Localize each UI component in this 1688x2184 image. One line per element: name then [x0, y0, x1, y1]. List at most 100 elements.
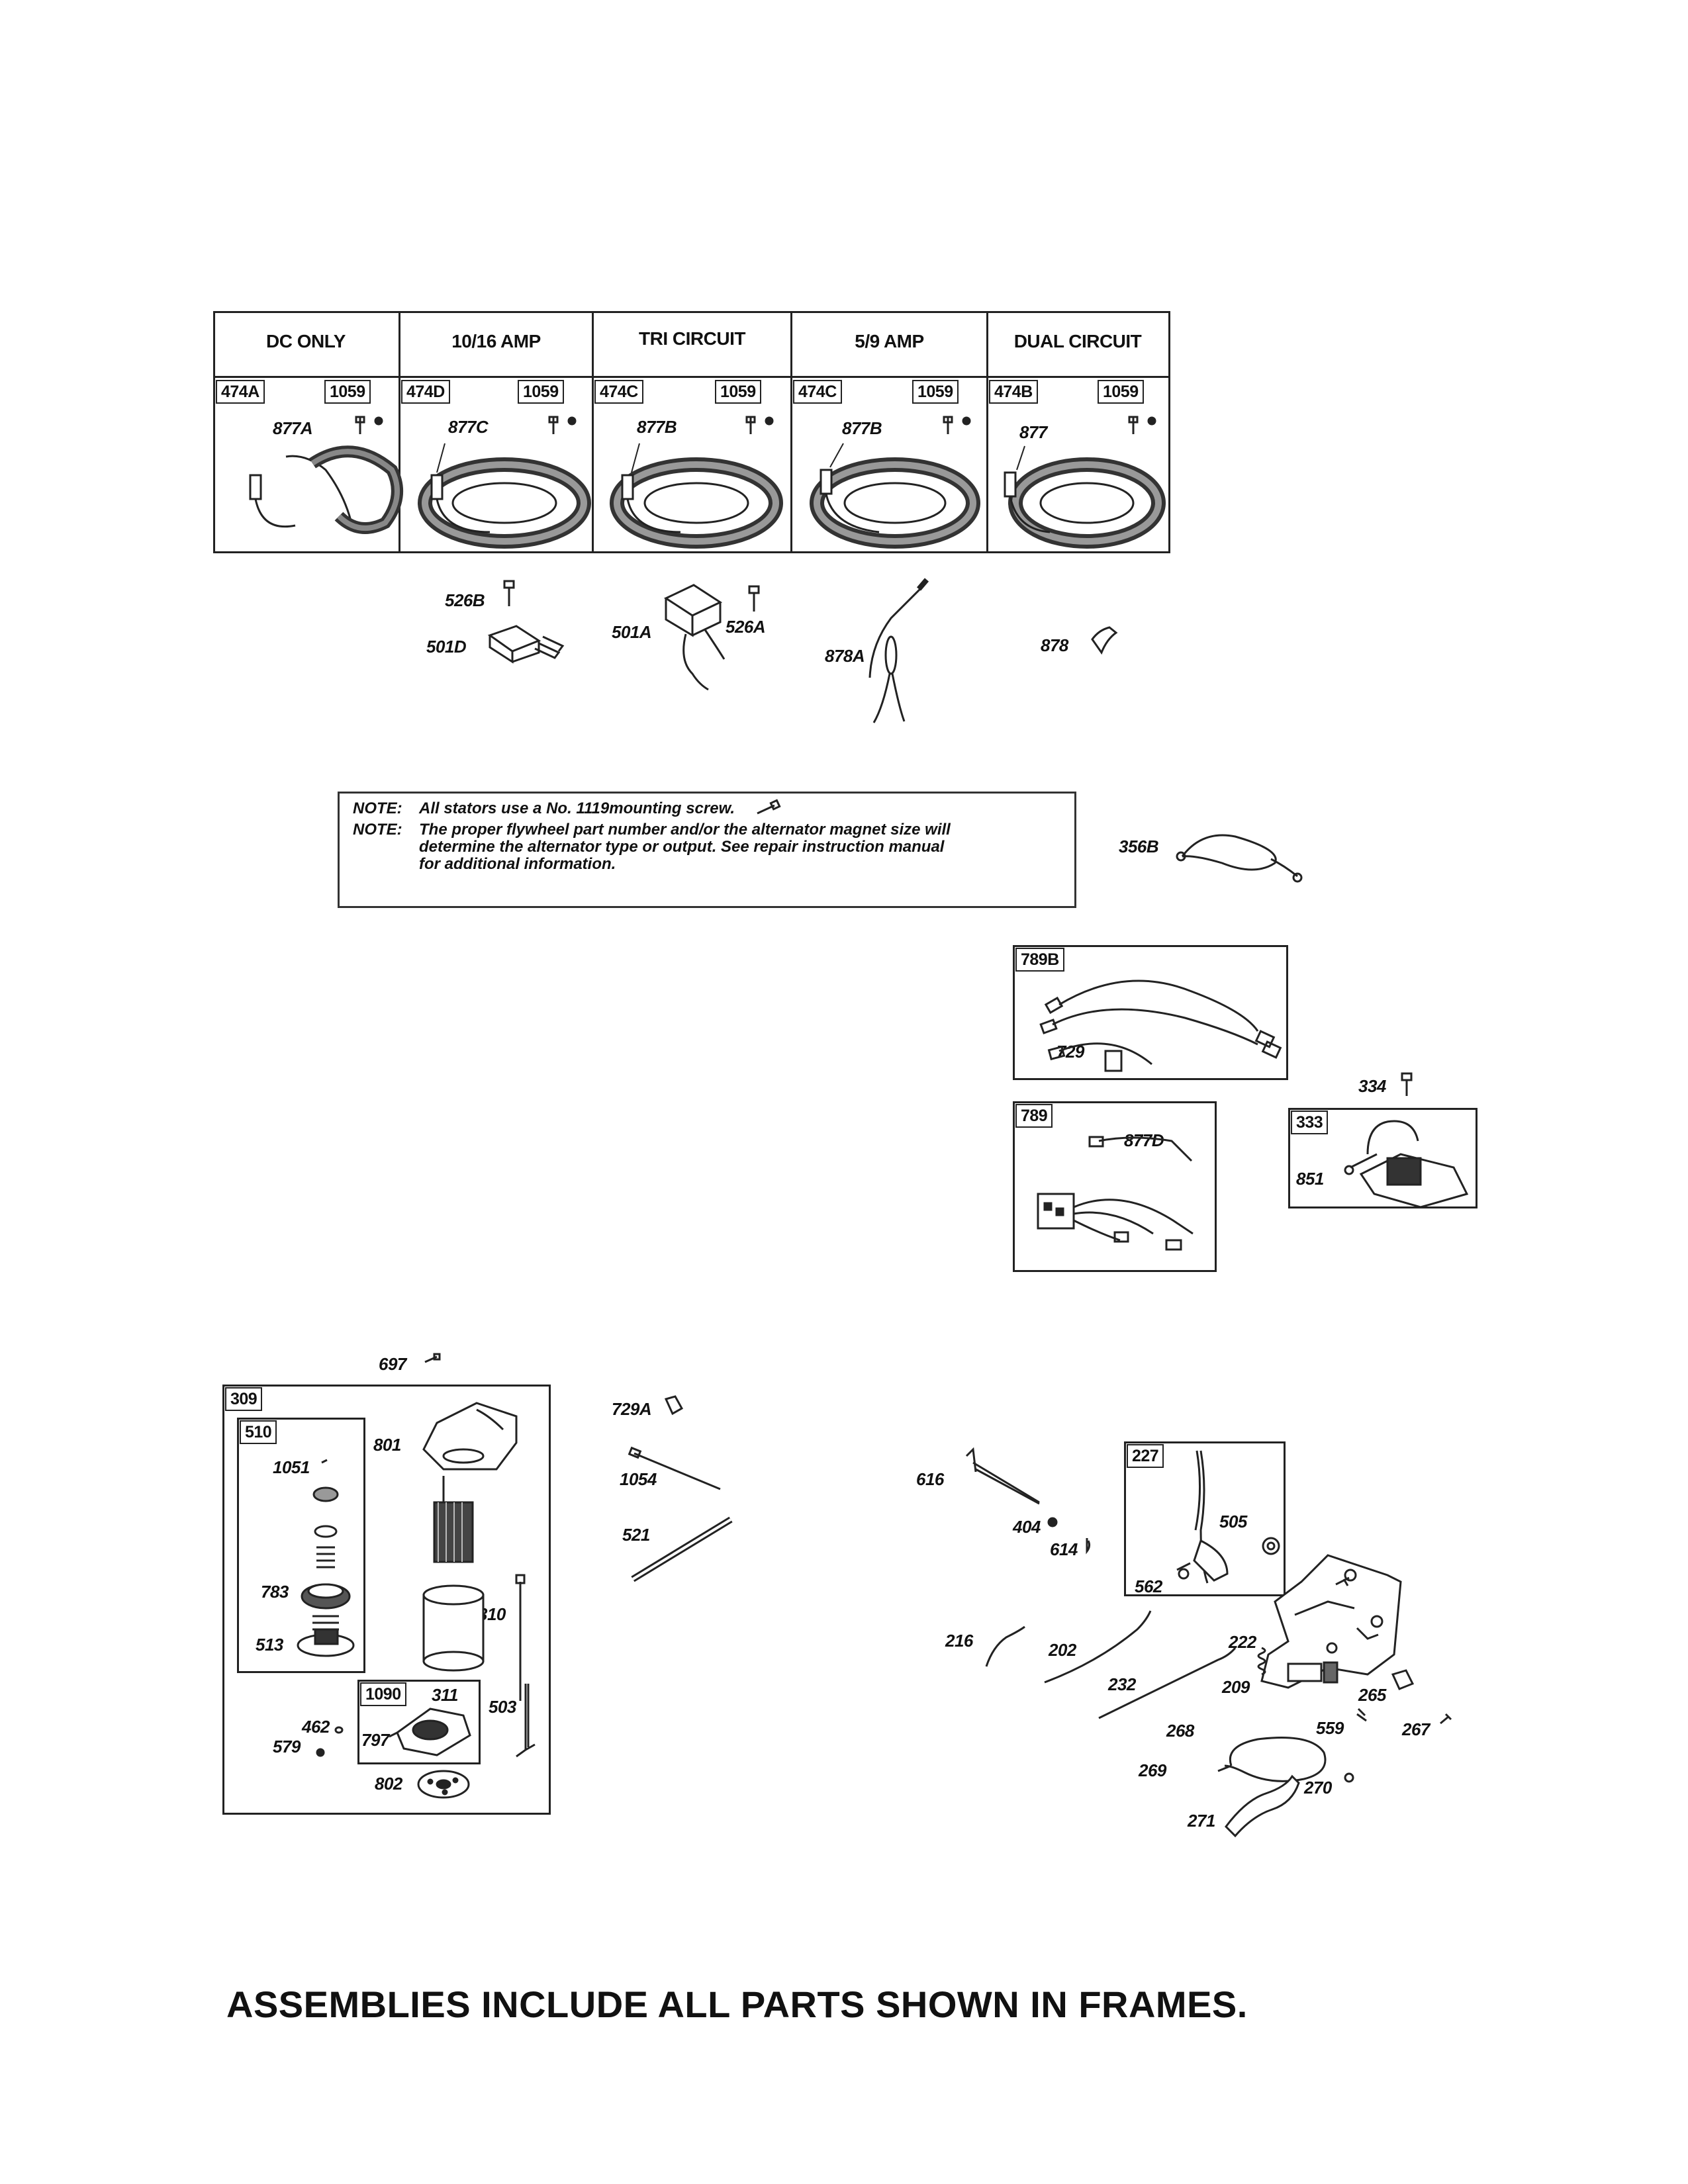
part-label-334: 334 — [1358, 1076, 1386, 1096]
clamp-265-icon — [1391, 1669, 1415, 1690]
washer-icons — [316, 1726, 344, 1757]
frame-tag-333: 333 — [1291, 1111, 1329, 1134]
part-label-513: 513 — [256, 1635, 283, 1655]
kit-tag-474d: 474D — [401, 380, 450, 404]
part-label-878: 878 — [1041, 635, 1068, 655]
part-label-1051: 1051 — [273, 1457, 310, 1477]
part-label-265: 265 — [1358, 1685, 1386, 1705]
part-label-783: 783 — [261, 1582, 289, 1602]
frame-510 — [237, 1418, 365, 1673]
regulator-501d-icon — [487, 625, 565, 664]
regulator-501a-icon — [663, 584, 726, 691]
part-label-801: 801 — [373, 1435, 401, 1455]
frame-tag-309: 309 — [225, 1387, 263, 1411]
pinion-assembly-510-icon — [297, 1459, 355, 1657]
note-text: determine the alternator type or output.… — [419, 838, 945, 856]
rectifier-drawings — [487, 578, 1118, 723]
note-text: The proper flywheel part number and/or t… — [419, 821, 951, 839]
part-label-559: 559 — [1316, 1718, 1344, 1738]
part-label-216: 216 — [945, 1631, 973, 1651]
ignition-armature-333-icon — [1344, 1120, 1469, 1208]
screw-334-icon — [1401, 1072, 1413, 1096]
end-cap-1090-icon — [389, 1707, 471, 1756]
spring-rod-232-icon — [1098, 1647, 1237, 1719]
stator-877a-icon — [249, 445, 403, 534]
stator-877c-icon — [418, 443, 591, 549]
tube-521-icon — [631, 1516, 733, 1582]
screw-559-icon — [1356, 1707, 1367, 1722]
ground-wire-356b-icon — [1176, 834, 1303, 883]
stator-table: DC ONLY 10/16 AMP TRI CIRCUIT 5/9 AMP DU… — [213, 311, 1170, 553]
connector-878-icon — [1091, 626, 1118, 655]
frame-tag-1090: 1090 — [360, 1682, 406, 1706]
kit-tag-474b: 474B — [989, 380, 1038, 404]
part-label-614: 614 — [1050, 1539, 1078, 1559]
screw-kit-tag-1059: 1059 — [912, 380, 959, 404]
frame-tag-789b: 789B — [1015, 948, 1064, 972]
part-label-356b: 356B — [1119, 837, 1159, 856]
screw-kit-tag-1059: 1059 — [324, 380, 371, 404]
nut-270-icon — [1344, 1772, 1354, 1783]
kit-tag-474a: 474A — [216, 380, 265, 404]
screw-kit-tag-1059: 1059 — [1098, 380, 1144, 404]
part-label-526b: 526B — [445, 590, 485, 610]
note-box: NOTE: All stators use a No. 1119mounting… — [338, 792, 1076, 908]
frame-tag-510: 510 — [240, 1420, 277, 1444]
screw-267-icon — [1440, 1713, 1452, 1725]
stator-877b-icon — [610, 443, 783, 549]
link-216-icon — [985, 1625, 1025, 1667]
column-header-10-16-amp: 10/16 AMP — [451, 331, 541, 351]
kit-tag-474c: 474C — [594, 380, 643, 404]
rod-202-icon — [1044, 1610, 1152, 1684]
part-label-878a: 878A — [825, 646, 865, 666]
harness-789-icon — [1037, 1136, 1194, 1251]
part-label-697: 697 — [379, 1354, 406, 1374]
part-label-729a: 729A — [612, 1399, 652, 1419]
cable-269-icon — [1224, 1737, 1327, 1782]
part-label-268: 268 — [1166, 1721, 1194, 1741]
connector-729a-icon — [664, 1395, 684, 1416]
spring-209-icon — [1257, 1647, 1266, 1676]
column-header-dc-only: DC ONLY — [266, 331, 346, 351]
starter-motor-icon — [422, 1402, 526, 1701]
part-label-526a: 526A — [726, 617, 766, 637]
stator-table-border — [213, 311, 1170, 553]
governor-lever-227-icon — [1176, 1450, 1280, 1584]
part-label-222: 222 — [1229, 1632, 1256, 1652]
stator-label-877b: 877B — [842, 418, 882, 438]
control-parts-drawings — [985, 1554, 1452, 1838]
part-label-562: 562 — [1135, 1576, 1162, 1596]
note-text: for additional information. — [419, 855, 616, 873]
part-label-271: 271 — [1188, 1811, 1215, 1831]
note-text: All stators use a No. 1119mounting screw… — [419, 799, 735, 817]
washer-clip-icons — [1047, 1517, 1091, 1555]
part-label-579: 579 — [273, 1737, 301, 1756]
part-label-202: 202 — [1049, 1640, 1076, 1660]
frame-tag-789: 789 — [1015, 1104, 1053, 1128]
part-label-501d: 501D — [426, 637, 467, 657]
part-label-269: 269 — [1139, 1760, 1166, 1780]
part-label-616: 616 — [916, 1469, 944, 1489]
part-label-521: 521 — [622, 1525, 650, 1545]
part-label-877d: 877D — [1124, 1130, 1164, 1150]
part-label-1054: 1054 — [620, 1469, 657, 1489]
part-label-311: 311 — [432, 1685, 458, 1705]
screw-188-icon — [1335, 1576, 1350, 1586]
screw-icon — [355, 416, 1156, 434]
note-key: NOTE: — [353, 799, 402, 817]
part-label-851: 851 — [1296, 1169, 1324, 1189]
stator-drawings — [249, 416, 1166, 549]
stator-label-877b: 877B — [637, 417, 677, 437]
screw-1119-icon — [757, 799, 781, 815]
shaft-616-icon — [965, 1447, 1040, 1505]
part-label-404: 404 — [1013, 1517, 1041, 1537]
part-label-267: 267 — [1402, 1719, 1430, 1739]
washer-802-icon — [417, 1770, 470, 1799]
part-label-505: 505 — [1219, 1512, 1247, 1531]
column-header-5-9-amp: 5/9 AMP — [855, 331, 924, 351]
part-label-503: 503 — [489, 1697, 516, 1717]
tie-strap-1054-icon — [628, 1446, 721, 1490]
screw-526a-icon — [748, 585, 760, 612]
harness-789b-icon — [1039, 979, 1282, 1072]
kit-tag-474c: 474C — [793, 380, 842, 404]
